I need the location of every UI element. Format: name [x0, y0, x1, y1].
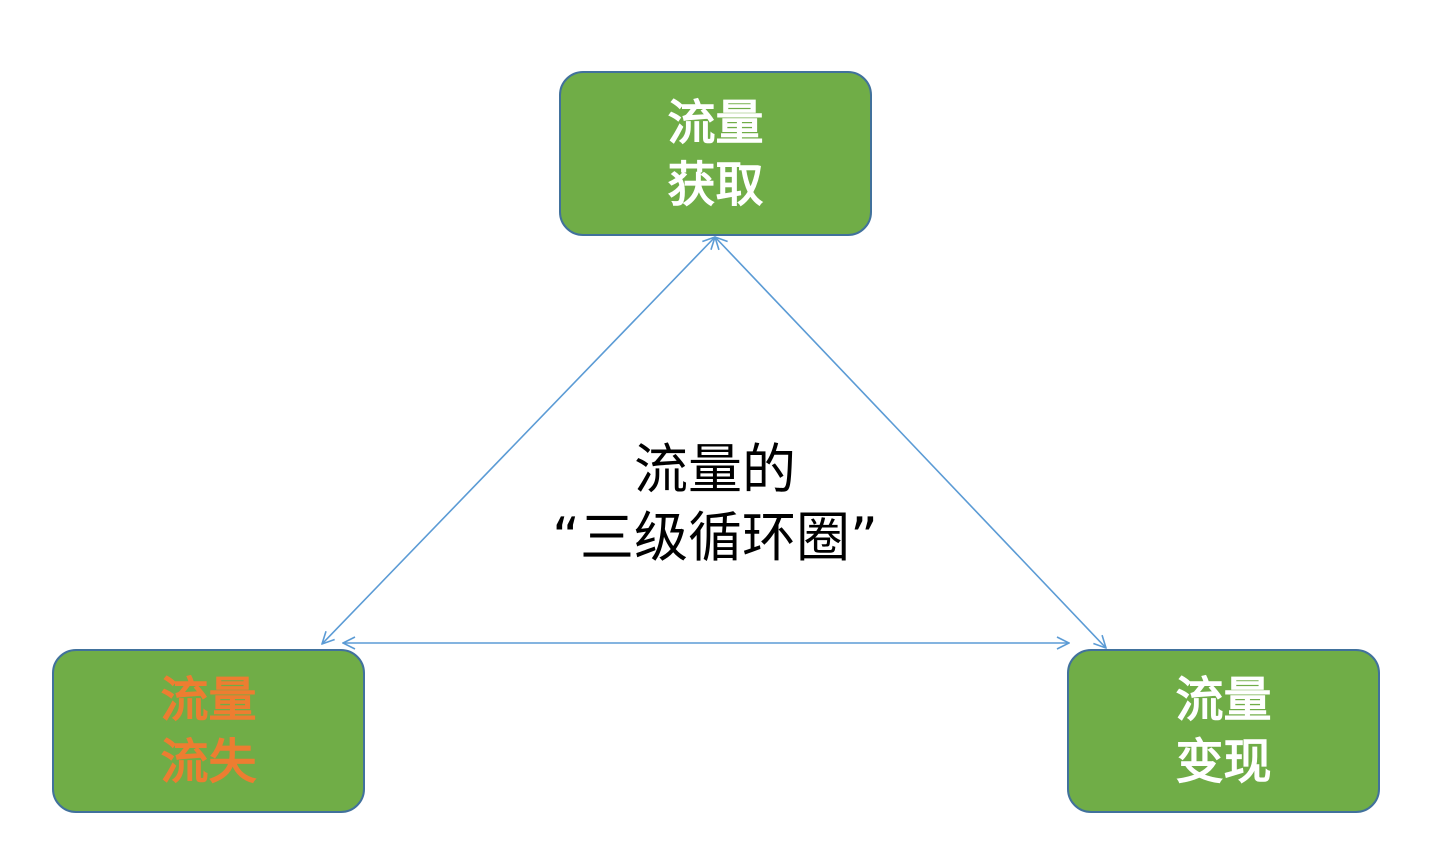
connector-acquisition-churn: [322, 237, 715, 644]
traffic-monetization-line1: 流量: [1175, 672, 1272, 728]
cycle-title-line2: “三级循环圈”: [552, 506, 878, 569]
connector-acquisition-monetization: [715, 237, 1106, 648]
traffic-churn-line1: 流量: [160, 672, 257, 728]
cycle-title: 流量的 “三级循环圈”: [515, 436, 915, 572]
traffic-acquisition-line2: 获取: [667, 156, 764, 213]
traffic-acquisition-node: 流量 获取: [559, 71, 872, 236]
connector-layer: [322, 237, 1106, 648]
traffic-monetization-node: 流量 变现: [1067, 649, 1380, 813]
traffic-acquisition-line1: 流量: [667, 94, 764, 151]
traffic-monetization-line2: 变现: [1175, 734, 1272, 790]
traffic-churn-line2: 流失: [160, 734, 257, 790]
cycle-title-line1: 流量的: [634, 438, 796, 501]
traffic-churn-node: 流量 流失: [52, 649, 365, 813]
